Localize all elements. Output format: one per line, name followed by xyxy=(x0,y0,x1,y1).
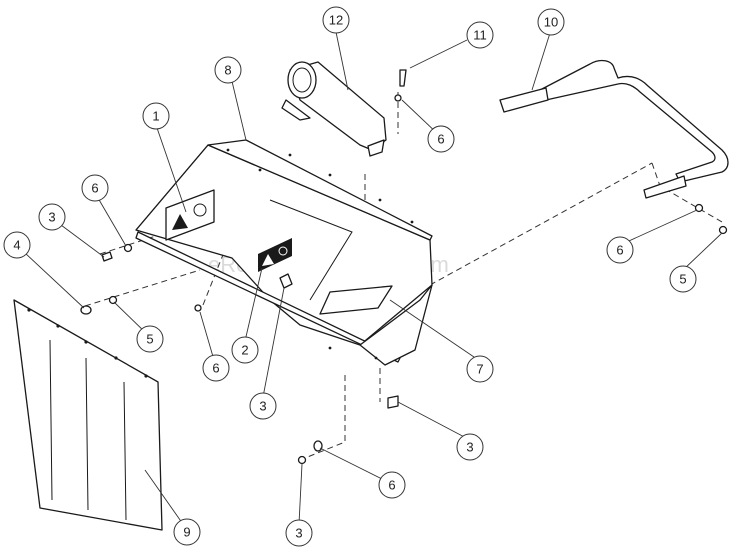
callout-6e: 6 xyxy=(378,471,406,499)
callout-6c: 6 xyxy=(427,125,455,153)
callout-2: 2 xyxy=(231,336,259,364)
rivet-7 xyxy=(328,346,332,350)
callout-label: 3 xyxy=(295,526,302,541)
callout-label: 2 xyxy=(241,343,248,358)
dashed-line-bottom-nut xyxy=(304,375,346,459)
callout-4: 4 xyxy=(3,231,31,259)
flap-hole-1 xyxy=(27,308,31,312)
nut-6-center xyxy=(194,304,202,312)
nut-5-left xyxy=(108,295,118,305)
callout-label: 3 xyxy=(48,210,55,225)
callout-1: 1 xyxy=(142,102,170,130)
screw-11 xyxy=(399,69,407,87)
part-9-rubber-flap xyxy=(13,299,163,531)
fasteners xyxy=(80,69,728,465)
flap-fold-2 xyxy=(85,357,89,511)
dashed-line-handle xyxy=(429,162,653,286)
callout-label: 6 xyxy=(616,243,623,258)
hopper-left-edge xyxy=(135,144,209,231)
callout-label: 5 xyxy=(679,272,686,287)
callout-5b: 5 xyxy=(669,265,697,293)
callout-3c: 3 xyxy=(456,433,484,461)
rivet-1 xyxy=(226,148,230,152)
callout-label: 1 xyxy=(152,109,159,124)
bolt-3-bottom xyxy=(297,455,307,465)
part-2-warning-decal xyxy=(258,238,292,272)
nut-6-bottom xyxy=(313,440,323,452)
callout-6d: 6 xyxy=(606,236,634,264)
callout-label: 12 xyxy=(329,13,343,28)
bolt-3-center xyxy=(279,273,293,289)
rivet-8 xyxy=(374,356,378,360)
tube-cap-inner xyxy=(292,67,312,93)
rivet-5 xyxy=(410,220,414,224)
rivet-2 xyxy=(288,153,292,157)
callout-label: 10 xyxy=(544,15,558,30)
callout-6a: 6 xyxy=(81,174,109,202)
rivet-6 xyxy=(258,168,262,172)
bolt-3-left xyxy=(101,251,113,262)
flap-hole-3 xyxy=(84,340,88,344)
callout-3d: 3 xyxy=(285,519,313,547)
nut-5-handle xyxy=(718,225,728,235)
nut-6-screw xyxy=(394,94,402,102)
hopper-side-panel xyxy=(359,284,433,366)
decal-1-symbol xyxy=(193,203,207,217)
decal-2-warning-triangle xyxy=(262,254,274,266)
nut-6-handle xyxy=(694,203,704,213)
callout-10: 10 xyxy=(537,8,565,36)
callout-label: 6 xyxy=(437,132,444,147)
part-12-discharge-tube xyxy=(281,61,387,157)
handle-right-bracket xyxy=(643,175,687,199)
callout-label: 7 xyxy=(476,362,483,377)
tube-bracket xyxy=(367,139,385,157)
callout-label: 6 xyxy=(212,361,219,376)
part-10-handle xyxy=(499,59,729,199)
callout-label: 9 xyxy=(183,525,190,540)
callout-8: 8 xyxy=(214,56,242,84)
leader-lines xyxy=(24,31,723,528)
callout-7: 7 xyxy=(466,355,494,383)
callout-6b: 6 xyxy=(202,354,230,382)
callout-11: 11 xyxy=(466,21,494,49)
nut-6-left xyxy=(123,243,133,253)
hopper-inner-edge xyxy=(269,199,353,301)
decal-2-symbol xyxy=(278,246,288,256)
callout-5a: 5 xyxy=(136,325,164,353)
callout-label: 3 xyxy=(259,399,266,414)
handle-bar xyxy=(539,59,729,183)
callout-3b: 3 xyxy=(249,392,277,420)
flap-fold-3 xyxy=(123,381,127,521)
callout-label: 4 xyxy=(13,238,20,253)
callout-9: 9 xyxy=(173,518,201,546)
flap-hole-4 xyxy=(114,356,118,360)
decal-1-warning-triangle xyxy=(172,214,188,230)
callout-12: 12 xyxy=(322,6,350,34)
rivet-3 xyxy=(328,173,332,177)
handle-left-bracket xyxy=(499,87,549,113)
callout-label: 11 xyxy=(473,28,487,43)
callout-label: 8 xyxy=(224,63,231,78)
flap-hole-5 xyxy=(144,374,148,378)
hopper-top-rim xyxy=(207,139,433,241)
callout-label: 6 xyxy=(91,181,98,196)
callout-label: 6 xyxy=(388,478,395,493)
flap-fold-1 xyxy=(49,339,53,501)
callout-label: 5 xyxy=(146,332,153,347)
callout-3a: 3 xyxy=(38,203,66,231)
part-7-plate-slot xyxy=(319,285,393,315)
tube-mount-foot xyxy=(281,99,311,121)
part-1-warning-decal xyxy=(165,189,215,241)
dashed-line-flap-bolt xyxy=(84,269,201,307)
flap-hole-2 xyxy=(56,324,60,328)
hopper-lip-bar xyxy=(135,231,401,363)
tube-cap xyxy=(287,61,317,99)
rivet-4 xyxy=(378,198,382,202)
callout-label: 3 xyxy=(466,440,473,455)
bolt-3-bottom-right xyxy=(387,395,399,409)
